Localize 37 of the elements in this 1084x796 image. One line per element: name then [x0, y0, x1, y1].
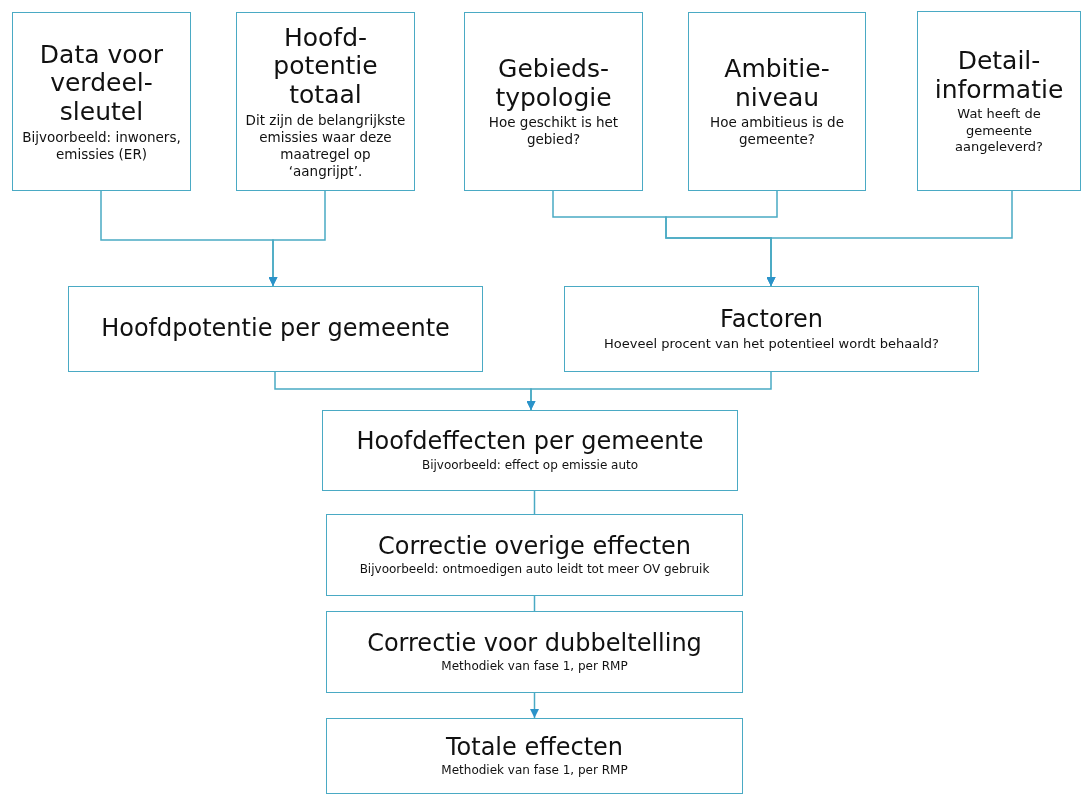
box-title: Hoofd- potentie totaal: [272, 23, 379, 110]
input-box: [688, 12, 866, 191]
box-description: Wat heeft de gemeente aangeleverd?: [954, 106, 1044, 156]
box-title: Correctie overige effecten: [377, 532, 692, 561]
box-description: Methodiek van fase 1, per RMP: [441, 763, 628, 779]
box-description: Bijvoorbeeld: effect op emissie auto: [421, 457, 639, 473]
box-title: Data voor verdeel- sleutel: [38, 40, 165, 127]
input-box: [917, 11, 1081, 191]
connector-line: [533, 490, 536, 515]
box-description: Bijvoorbeeld: inwoners, emissies (ER): [21, 128, 182, 163]
process-box: [68, 286, 483, 372]
process-box: [564, 286, 979, 372]
arrow: [530, 692, 539, 719]
box-title: Hoofdpotentie per gemeente: [101, 315, 450, 343]
box-title: Correctie voor dubbeltelling: [367, 629, 702, 658]
box-description: Hoe ambitieus is de gemeente?: [709, 114, 845, 149]
box-title: Hoofdeffecten per gemeente: [356, 428, 704, 456]
arrow: [766, 190, 1013, 287]
box-title: Factoren: [720, 306, 823, 334]
box-description: Dit zijn de belangrijkste emissies waar deze maatregel op ‘aangrijpt’.: [244, 111, 407, 180]
input-box: [12, 12, 191, 191]
box-title: Totale effecten: [445, 733, 624, 762]
input-box: [236, 12, 415, 191]
process-box: [326, 611, 743, 693]
box-description: Methodiek van fase 1, per RMP: [441, 659, 628, 675]
box-description: Hoeveel procent van het potentieel wordt behaald?: [604, 335, 939, 352]
box-title: Ambitie- niveau: [723, 54, 831, 113]
process-box: [326, 718, 743, 794]
input-box: [464, 12, 643, 191]
box-description: Bijvoorbeeld: ontmoedigen auto leidt tot meer OV gebruik: [359, 562, 710, 578]
box-description: Hoe geschikt is het gebied?: [487, 114, 620, 149]
box-title: Detail- informatie: [933, 46, 1065, 105]
process-box: [326, 514, 743, 596]
box-title: Gebieds- typologie: [494, 54, 613, 113]
arrow: [268, 190, 326, 287]
process-box: [322, 410, 738, 491]
arrow: [526, 371, 772, 411]
